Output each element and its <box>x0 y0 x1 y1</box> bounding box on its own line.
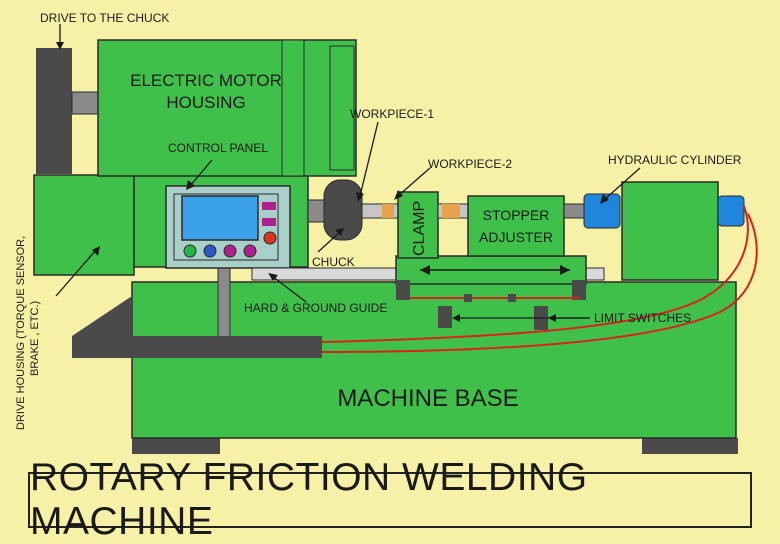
button-green <box>183 244 197 258</box>
piston-rod <box>563 203 587 219</box>
base-foot-left <box>132 438 220 454</box>
chuck <box>323 179 363 241</box>
drive-wheel <box>36 48 72 174</box>
label-control-panel: CONTROL PANEL <box>168 141 268 155</box>
label-stopper-1: STOPPER <box>483 207 550 223</box>
label-limit-switches: LIMIT SWITCHES <box>594 311 691 325</box>
leader-wp1 <box>359 121 379 197</box>
drive-shaft <box>71 91 99 115</box>
workpiece-1-tip <box>382 204 394 218</box>
label-chuck: CHUCK <box>312 255 355 269</box>
label-motor-2: HOUSING <box>166 93 245 112</box>
carriage-foot-right <box>572 280 586 300</box>
motor-rib <box>281 39 305 177</box>
hydraulic-cylinder <box>583 193 621 229</box>
label-hydraulic-cylinder: HYDRAULIC CYLINDER <box>608 153 742 167</box>
clamp <box>397 191 439 259</box>
carriage-foot-left <box>396 280 410 300</box>
label-clamp: CLAMP <box>411 201 428 256</box>
leader-control <box>189 159 213 187</box>
stopper-adjuster <box>467 195 565 257</box>
workpiece-2-tip <box>442 204 460 218</box>
hydraulic-housing <box>621 181 719 281</box>
label-workpiece-1: WORKPIECE-1 <box>350 107 434 121</box>
button-red <box>263 231 277 245</box>
limit-switch-left <box>438 306 452 328</box>
machine-base <box>131 281 737 439</box>
diagram-title: ROTARY FRICTION WELDING MACHINE <box>28 456 752 543</box>
leader-chuck <box>317 231 341 253</box>
leader-drive-housing <box>55 249 97 297</box>
control-panel-stand <box>217 265 231 341</box>
button-magenta-2 <box>243 244 257 258</box>
arrowhead-wp1 <box>356 192 364 202</box>
arrowhead-limit-2 <box>548 314 556 322</box>
label-stopper-2: ADJUSTER <box>479 229 553 245</box>
leader-guide <box>271 275 307 303</box>
wire-1 <box>321 205 749 343</box>
control-panel-bezel <box>173 193 279 261</box>
label-drive-housing-1: DRIVE HOUSING (TORQUE SENSOR, <box>15 236 27 430</box>
leader-wp2 <box>397 167 431 197</box>
base-foot-right <box>642 438 738 454</box>
label-drive-housing-2: BRAKE , ETC.) <box>29 301 41 376</box>
indicator-light-2 <box>262 218 276 226</box>
arrowhead-limit-1 <box>452 314 460 322</box>
button-magenta-1 <box>223 244 237 258</box>
label-machine-base: MACHINE BASE <box>337 385 518 412</box>
arrowhead-drive <box>56 42 64 50</box>
label-motor-1: ELECTRIC MOTOR <box>130 71 282 90</box>
button-blue <box>203 244 217 258</box>
control-screen <box>181 195 259 241</box>
wire-2 <box>321 213 758 353</box>
leader-hydraulic <box>603 167 641 201</box>
arrowhead-hydraulic <box>600 194 609 204</box>
leader-arrowheads <box>56 42 609 322</box>
electric-motor-housing <box>97 39 357 177</box>
label-workpiece-2: WORKPIECE-2 <box>428 157 512 171</box>
travel-arrow-right <box>560 265 570 275</box>
label-guide: HARD & GROUND GUIDE <box>244 301 387 315</box>
leader-lines <box>55 24 641 319</box>
label-drive-to-chuck: DRIVE TO THE CHUCK <box>40 11 169 25</box>
arrowhead-drive-housing <box>92 246 100 256</box>
arrowhead-wp2 <box>394 190 403 200</box>
arrowhead-chuck <box>335 228 344 236</box>
switch-stop-2 <box>508 294 516 302</box>
hydraulic-port <box>717 195 745 227</box>
indicator-light-1 <box>262 202 276 210</box>
switch-stop-1 <box>464 294 472 302</box>
drive-housing <box>33 174 135 276</box>
cable-tray <box>72 336 322 358</box>
arrowhead-guide <box>268 273 278 281</box>
arrowhead-control <box>186 180 195 190</box>
motor-fan-cover <box>329 45 355 171</box>
travel-arrow-left <box>420 265 430 275</box>
